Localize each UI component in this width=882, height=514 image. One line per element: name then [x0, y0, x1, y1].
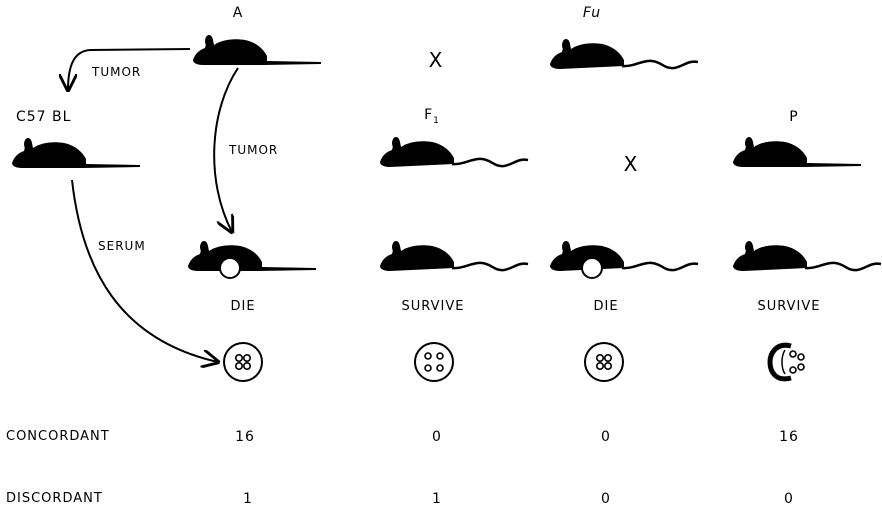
- agglutinated-cells-dish-icon-2: [584, 342, 624, 382]
- mouse-recipient-backcross-die: [548, 239, 700, 273]
- tumor-icon-2: [581, 257, 603, 279]
- mouse-strain-f1: [378, 135, 530, 169]
- concordant-value-2: 0: [432, 429, 442, 445]
- arrow-serum: [71, 179, 218, 362]
- row-label-concordant: CONCORDANT: [6, 429, 110, 444]
- label-strain-c57bl: C57 BL: [16, 109, 72, 125]
- mouse-strain-p: [733, 137, 861, 167]
- outcome-3: DIE: [593, 299, 619, 314]
- label-strain-f1-main: F: [424, 107, 434, 123]
- label-strain-f1-sub: 1: [433, 115, 440, 126]
- mouse-strain-c57bl: [12, 138, 140, 168]
- tumor-icon-1: [219, 257, 241, 279]
- discordant-value-2: 1: [432, 491, 442, 507]
- discordant-value-1: 1: [243, 491, 253, 507]
- cross-symbol-top: X: [428, 48, 444, 72]
- label-strain-p: P: [789, 109, 799, 125]
- label-arrow-tumor-left: TUMOR: [92, 65, 142, 79]
- mouse-recipient-f1: [378, 239, 530, 273]
- label-arrow-tumor-down: TUMOR: [229, 143, 279, 157]
- outcome-4: SURVIVE: [757, 299, 821, 314]
- mouse-strain-a: [193, 35, 321, 65]
- arrow-tumor-to-c57: [68, 48, 191, 90]
- concordant-value-4: 16: [779, 429, 799, 445]
- mouse-recipient-backcross-survive: [731, 239, 882, 273]
- outcome-2: SURVIVE: [401, 299, 465, 314]
- discordant-value-3: 0: [601, 491, 611, 507]
- mouse-recipient-a: [188, 241, 316, 271]
- mouse-strain-fu: [548, 37, 700, 71]
- cross-symbol-mid: X: [623, 152, 639, 176]
- concordant-value-1: 16: [235, 429, 255, 445]
- row-label-discordant: DISCORDANT: [6, 491, 103, 506]
- cells-at-edge-dish-icon: [767, 342, 805, 382]
- label-arrow-serum: SERUM: [98, 239, 146, 253]
- arrow-tumor-to-a: [213, 67, 239, 232]
- label-strain-f1: F1: [424, 108, 440, 126]
- label-strain-a: A: [232, 5, 244, 21]
- free-cells-dish-icon: [414, 342, 454, 382]
- outcome-1: DIE: [230, 299, 256, 314]
- discordant-value-4: 0: [784, 491, 794, 507]
- agglutinated-cells-dish-icon: [223, 342, 263, 382]
- concordant-value-3: 0: [601, 429, 611, 445]
- label-strain-fu: Fu: [582, 5, 602, 21]
